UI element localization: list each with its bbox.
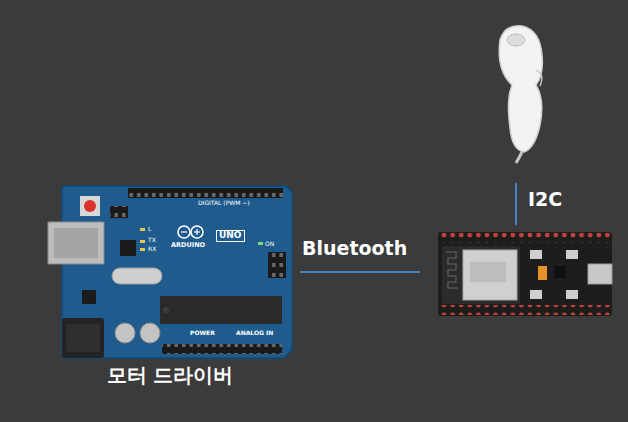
- board-marking: ANALOG IN: [236, 330, 273, 337]
- board-caption: 모터 드라이버: [107, 364, 234, 386]
- link-label: Bluetooth: [302, 238, 407, 259]
- board-marking: DIGITAL (PWM ~): [198, 200, 250, 207]
- arduino-board: [48, 186, 292, 358]
- board-node: 모터 드라이버: [55, 186, 285, 392]
- bluetooth-line: [300, 271, 420, 273]
- board-marking: POWER: [190, 330, 215, 337]
- i2c-line: [515, 183, 517, 225]
- esp32-board: [438, 232, 612, 316]
- nunchuk-controller: [499, 26, 542, 163]
- link-label: I2C: [528, 189, 562, 210]
- board-marking: UNO: [216, 230, 245, 242]
- board-marking: ARDUINO: [171, 242, 205, 249]
- board-marking: ON: [265, 241, 274, 248]
- board-marking: TX: [148, 237, 156, 244]
- board-marking: RX: [148, 246, 156, 253]
- board-marking: L: [148, 226, 151, 233]
